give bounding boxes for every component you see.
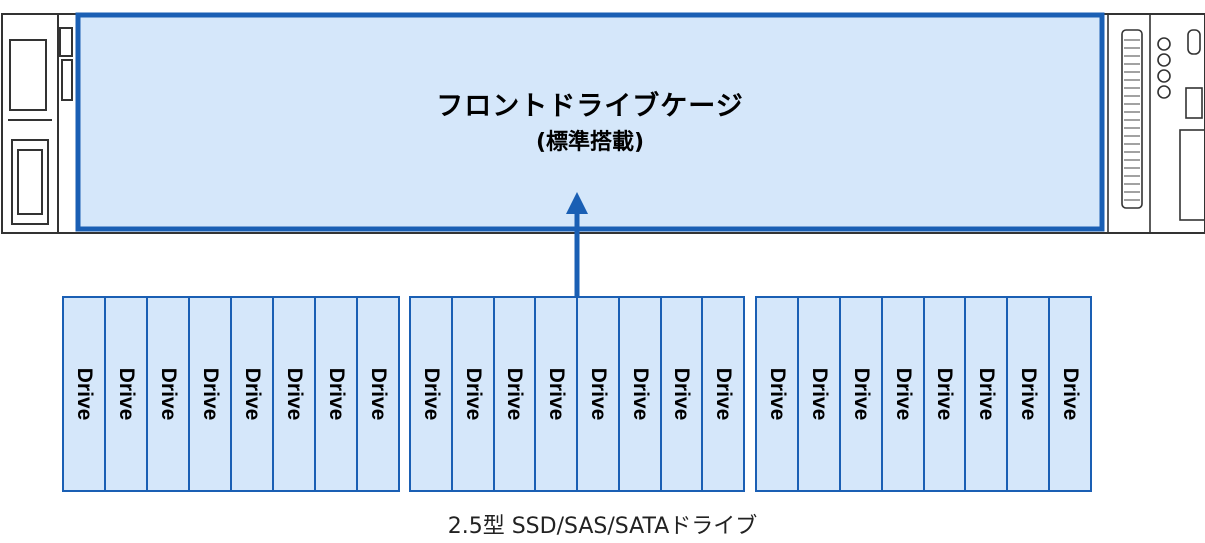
- drive-bay: Drive: [703, 298, 743, 490]
- drive-label: Drive: [367, 367, 390, 421]
- drive-label: Drive: [586, 367, 610, 421]
- drive-label: Drive: [545, 367, 569, 421]
- drive-label: Drive: [73, 367, 96, 421]
- arrow-up-icon: [566, 192, 588, 298]
- drive-bay: Drive: [316, 298, 356, 490]
- drive-bay: Drive: [452, 298, 493, 490]
- drive-bay: Drive: [578, 298, 618, 490]
- drive-bay: Drive: [536, 298, 576, 490]
- drive-bay: Drive: [966, 298, 1007, 490]
- drive-bay: Drive: [661, 298, 702, 490]
- drive-type-caption: 2.5型 SSD/SAS/SATAドライブ: [447, 514, 758, 539]
- drive-group-3: Drive Drive Drive Drive Drive Drive Driv…: [755, 296, 1092, 492]
- drive-label: Drive: [1059, 367, 1083, 421]
- vent-grille: [1124, 39, 1140, 201]
- front-drive-cage: [75, 12, 1105, 232]
- drive-label: Drive: [325, 367, 348, 421]
- drive-label: Drive: [628, 367, 652, 421]
- drive-bay: Drive: [190, 298, 230, 490]
- drive-label: Drive: [199, 367, 222, 421]
- drive-label: Drive: [115, 367, 138, 421]
- drive-bay: Drive: [274, 298, 314, 490]
- drive-bay: Drive: [106, 298, 146, 490]
- drive-label: Drive: [283, 367, 306, 421]
- drive-bay: Drive: [798, 298, 839, 490]
- drive-label: Drive: [765, 367, 789, 421]
- drive-group-1: Drive Drive Drive Drive Drive Drive Driv…: [62, 296, 400, 492]
- drive-label: Drive: [241, 367, 264, 421]
- drive-bay: Drive: [148, 298, 188, 490]
- drive-bay: Drive: [232, 298, 272, 490]
- drive-bay: Drive: [411, 298, 451, 490]
- drive-bay: Drive: [1008, 298, 1049, 490]
- drive-bay: Drive: [494, 298, 535, 490]
- cage-title: フロントドライブケージ: [436, 91, 744, 122]
- drive-label: Drive: [891, 367, 915, 421]
- drive-bay: Drive: [882, 298, 923, 490]
- drive-label: Drive: [849, 367, 873, 421]
- drive-bay: Drive: [64, 298, 104, 490]
- drive-label: Drive: [712, 367, 736, 421]
- drive-label: Drive: [157, 367, 180, 421]
- drive-label: Drive: [807, 367, 831, 421]
- drive-label: Drive: [1017, 367, 1041, 421]
- drive-label: Drive: [670, 367, 694, 421]
- drive-bay: Drive: [358, 298, 398, 490]
- drive-label: Drive: [503, 367, 527, 421]
- drive-label: Drive: [419, 367, 443, 421]
- cage-subtitle: (標準搭載): [535, 130, 645, 155]
- drive-bay: Drive: [757, 298, 797, 490]
- drive-group-2: Drive Drive Drive Drive Drive Drive Driv…: [409, 296, 745, 492]
- drive-bay: Drive: [619, 298, 660, 490]
- drive-label: Drive: [461, 367, 485, 421]
- drive-label: Drive: [933, 367, 957, 421]
- drive-bay: Drive: [924, 298, 965, 490]
- front-panel-right: [1107, 14, 1205, 233]
- drive-bay: Drive: [1050, 298, 1090, 490]
- drive-label: Drive: [975, 367, 999, 421]
- server-chassis-diagram: [1, 12, 1205, 298]
- drive-bay: Drive: [840, 298, 881, 490]
